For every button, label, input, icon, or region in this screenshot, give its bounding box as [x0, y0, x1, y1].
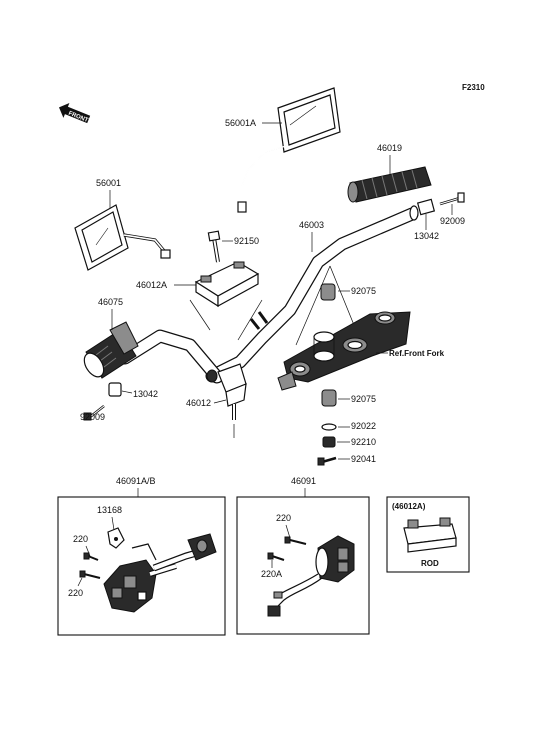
grip-right — [347, 166, 432, 203]
label-220-b: 220 — [68, 588, 83, 598]
figure-code: F2310 — [462, 83, 485, 92]
label-46091AB: 46091A/B — [116, 476, 156, 486]
handlebar-left-section — [118, 329, 224, 384]
inset-clamp — [403, 517, 457, 553]
screw-220-c — [284, 536, 307, 545]
washer-ring — [313, 331, 335, 362]
bar-end-weight-left — [108, 382, 122, 397]
mirror-right — [237, 87, 341, 213]
label-46091: 46091 — [291, 476, 316, 486]
label-56001: 56001 — [96, 178, 121, 188]
screw-92041 — [317, 456, 337, 466]
label-46012A: 46012A — [136, 280, 167, 290]
inset-title: (46012A) — [392, 502, 426, 511]
label-46019: 46019 — [377, 143, 402, 153]
right-switch-box — [236, 496, 370, 635]
screw-220-b — [79, 570, 101, 579]
grip-left — [83, 321, 139, 379]
screw-220-a — [83, 552, 99, 561]
mirror-left — [74, 204, 171, 271]
label-13042-top: 13042 — [414, 231, 439, 241]
clamp-lower — [217, 363, 247, 420]
label-56001A: 56001A — [225, 118, 256, 128]
label-220-a: 220 — [73, 534, 88, 544]
inset-box — [386, 496, 470, 573]
left-switch-housing — [103, 543, 177, 613]
bar-end-weight-right — [416, 198, 436, 216]
label-92009-top: 92009 — [440, 216, 465, 226]
screw-right — [439, 192, 465, 206]
label-13168: 13168 — [97, 505, 122, 515]
label-220-c: 220 — [276, 513, 291, 523]
damper-lower — [321, 389, 337, 407]
label-92150: 92150 — [234, 236, 259, 246]
label-46075: 46075 — [98, 297, 123, 307]
screw-left — [83, 405, 105, 421]
collar-92210 — [322, 436, 336, 448]
front-arrow-icon: FRONT — [59, 102, 91, 124]
washer-92022 — [321, 423, 337, 431]
left-switch-box — [57, 496, 226, 636]
bolt-92150 — [207, 230, 221, 263]
label-13042-bot: 13042 — [133, 389, 158, 399]
label-92075-bot: 92075 — [351, 394, 376, 404]
label-ref-front-fork: Ref.Front Fork — [389, 349, 445, 358]
right-switch-harness — [267, 573, 323, 617]
left-switch-clutch-bracket — [152, 533, 217, 572]
label-46003: 46003 — [299, 220, 324, 230]
label-92210: 92210 — [351, 437, 376, 447]
screw-220A — [267, 552, 285, 561]
damper-upper — [320, 283, 336, 301]
handlebar — [205, 205, 419, 383]
label-92041: 92041 — [351, 454, 376, 464]
label-92022: 92022 — [351, 421, 376, 431]
label-92009-bot: 92009 — [80, 412, 105, 422]
label-46012: 46012 — [186, 398, 211, 408]
right-switch-housing — [315, 535, 355, 583]
inset-note: ROD — [421, 559, 439, 568]
choke-lever — [107, 527, 125, 549]
label-92075-top: 92075 — [351, 286, 376, 296]
upper-triple-clamp — [277, 311, 411, 391]
clamp-upper — [194, 261, 260, 308]
label-220A: 220A — [261, 569, 282, 579]
